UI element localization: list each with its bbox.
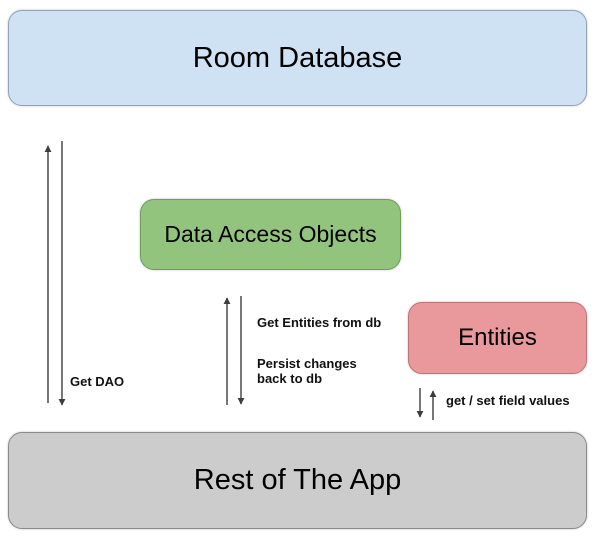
get-entities-edge-label: Get Entities from db [257,315,382,330]
get-set-field-values-edge-label: get / set field values [446,393,570,408]
rest-of-the-app-label: Rest of The App [193,464,402,496]
get-dao-edge-label: Get DAO [70,374,125,389]
room-database-node: Room Database [8,10,587,106]
room-database-label: Room Database [192,41,403,74]
data-access-objects-node: Data Access Objects [140,199,401,270]
data-access-objects-label: Data Access Objects [164,221,377,247]
entities-node: Entities [408,302,587,374]
persist-changes-edge-label: Persist changes back to db [257,356,357,386]
entities-label: Entities [458,324,537,351]
rest-of-the-app-node: Rest of The App [8,432,587,529]
